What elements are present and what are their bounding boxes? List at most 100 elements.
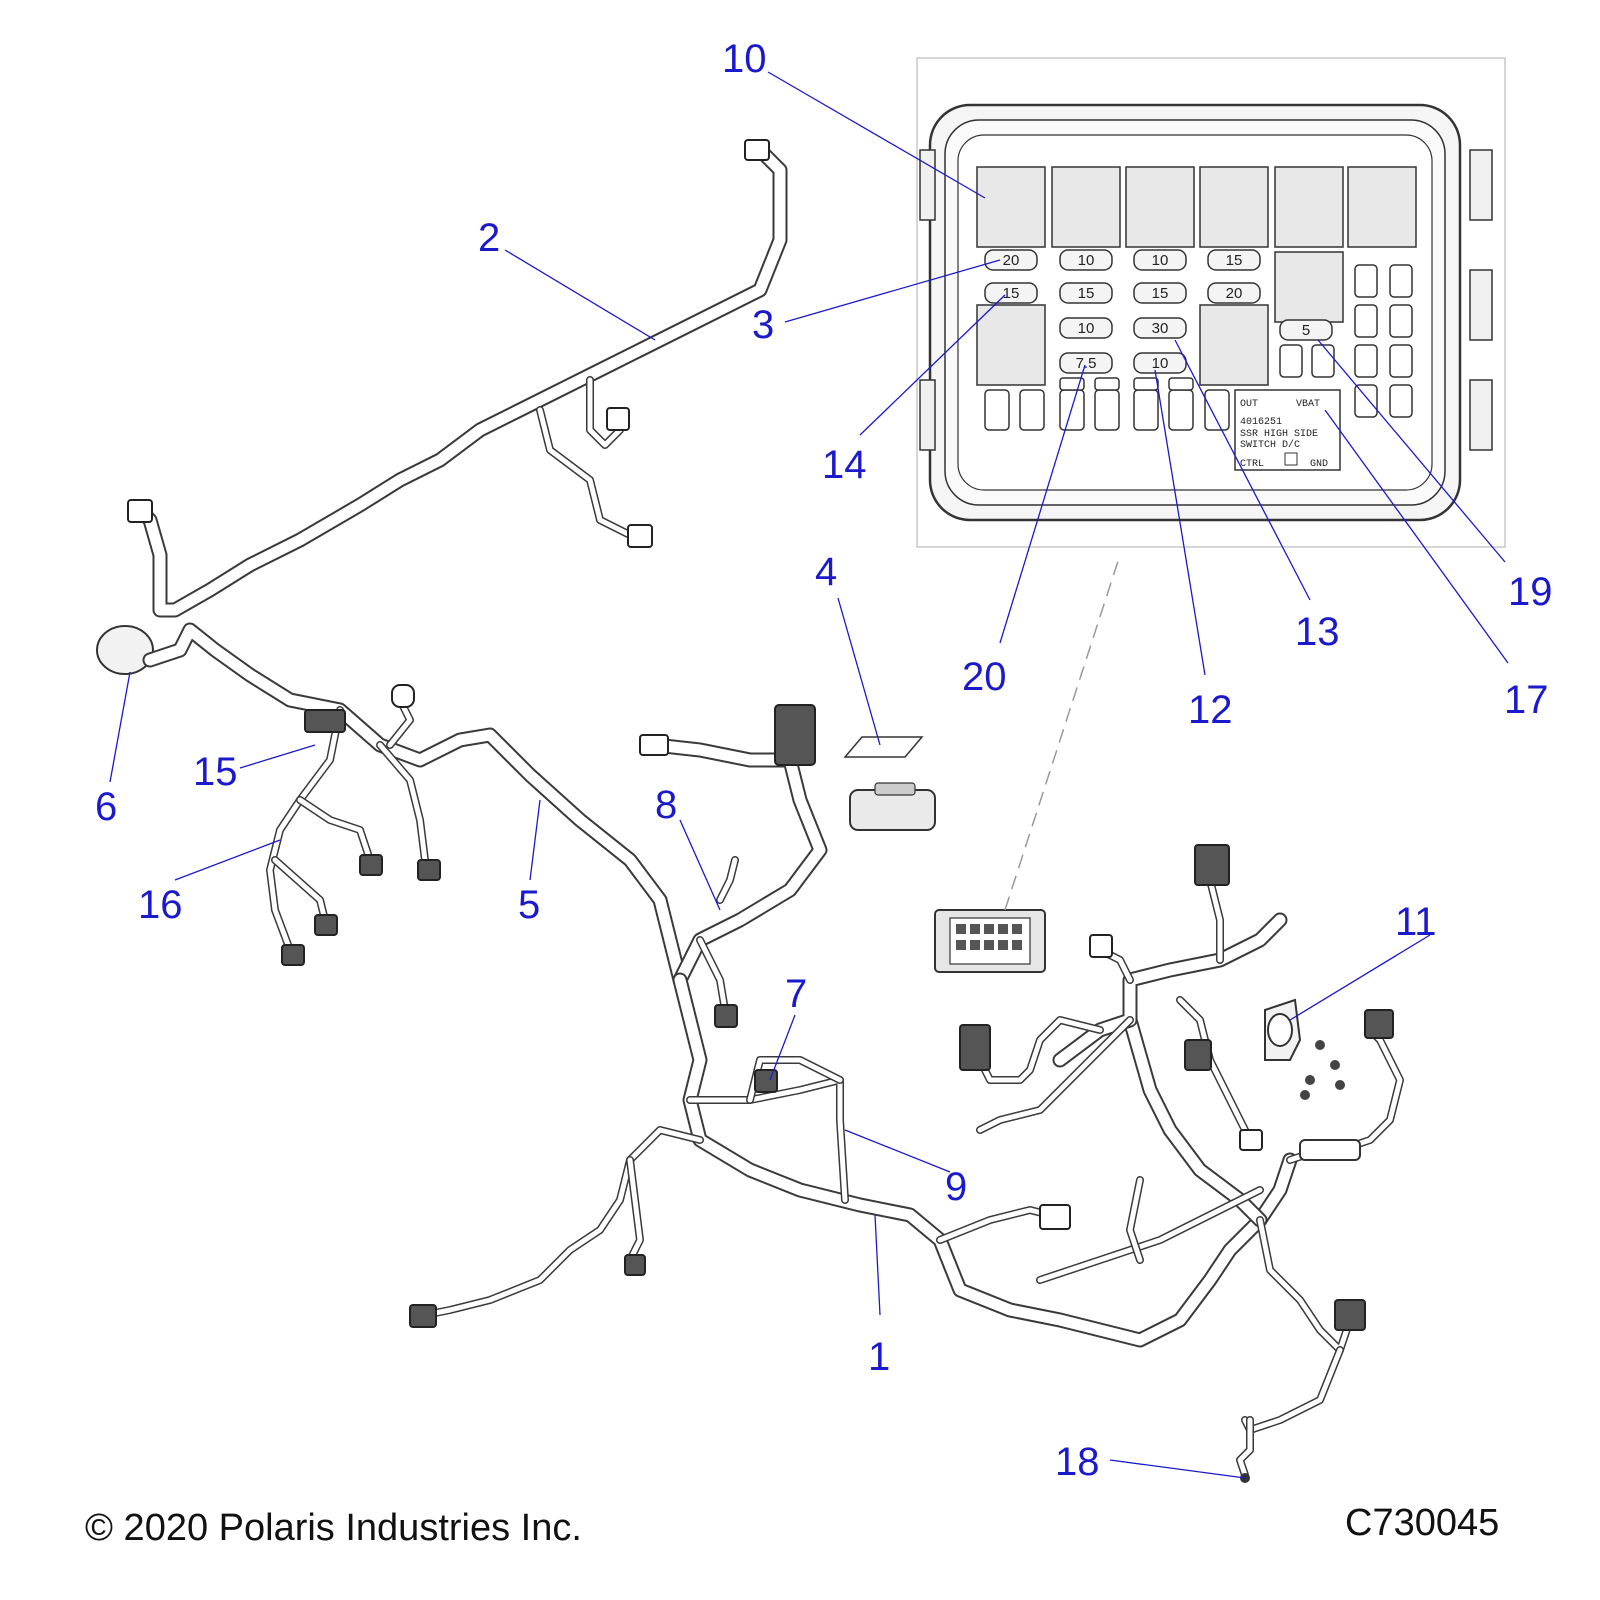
callout-19: 19	[1508, 570, 1553, 614]
fuse-col3-row4	[1133, 352, 1187, 374]
relay	[1199, 304, 1269, 386]
connector	[281, 944, 305, 966]
relay	[1199, 166, 1269, 248]
callout-12: 12	[1188, 688, 1233, 732]
label-out: OUT	[1240, 399, 1258, 410]
screw	[1300, 1090, 1310, 1100]
fuse-rating: 15	[1226, 252, 1243, 269]
callout-11: 11	[1395, 900, 1437, 944]
callout-3: 3	[752, 303, 774, 347]
callout-5: 5	[518, 883, 540, 927]
connector	[1089, 934, 1113, 958]
fuse-rating: 15	[1152, 285, 1169, 302]
screw	[1335, 1080, 1345, 1090]
fuse-rating: 10	[1078, 320, 1095, 337]
label-vbat: VBAT	[1296, 399, 1320, 410]
figure-code: C730045	[1345, 1502, 1499, 1544]
detail-reference-line	[1004, 554, 1121, 911]
callout-18: 18	[1055, 1440, 1100, 1484]
connector	[1364, 1009, 1394, 1039]
fuse-col2-row4	[1059, 352, 1113, 374]
fuse-col5-row1	[1279, 319, 1333, 341]
control-module	[849, 789, 936, 831]
fuse-col1-row2	[984, 282, 1038, 304]
fuse-col2-row3	[1059, 317, 1113, 339]
connector	[959, 1024, 991, 1071]
item-4	[843, 736, 936, 831]
fuse-col2-row2	[1059, 282, 1113, 304]
relay	[1051, 166, 1121, 248]
connector	[127, 499, 153, 523]
connector	[417, 859, 441, 881]
connector	[774, 704, 816, 766]
callout-2: 2	[478, 216, 500, 260]
screw	[1315, 1040, 1325, 1050]
callout-10: 10	[722, 37, 767, 81]
callout-14: 14	[822, 443, 867, 487]
fuse-rating: 5	[1302, 322, 1310, 339]
relay	[1274, 166, 1344, 248]
relay	[1125, 166, 1195, 248]
callout-15: 15	[193, 750, 238, 794]
callout-6: 6	[95, 785, 117, 829]
harness-2	[127, 139, 788, 618]
fuse-box-detail: 20 15 10 15 10 7.5 10 15 30 10 15 20 5	[916, 57, 1506, 548]
fuse-rating: 10	[1078, 252, 1095, 269]
component-7	[754, 1069, 778, 1093]
callout-16: 16	[138, 883, 183, 927]
harness-1	[409, 844, 1404, 1483]
component-6	[96, 625, 154, 675]
connector	[409, 1304, 437, 1328]
fuse-box-small	[934, 909, 1046, 973]
fuse-col3-row2	[1133, 282, 1187, 304]
fuse-rating: 15	[1078, 285, 1095, 302]
label-line2: SWITCH D/C	[1240, 439, 1300, 451]
callout-13: 13	[1295, 610, 1340, 654]
fuse-col1-row1	[984, 249, 1038, 271]
item-11	[1264, 998, 1345, 1100]
fuse-col3-row1	[1133, 249, 1187, 271]
leader-lines	[109, 71, 1509, 1479]
connector	[714, 1004, 738, 1028]
ssr-module-label: OUT VBAT 4016251 SSR HIGH SIDE SWITCH D/…	[1234, 389, 1341, 471]
connector	[624, 1254, 646, 1276]
harness-5	[96, 622, 688, 988]
callout-7: 7	[785, 972, 807, 1016]
connector	[314, 914, 338, 936]
inline-fuse-holder	[1299, 1139, 1361, 1161]
callout-4: 4	[815, 550, 837, 594]
fuse-rating: 15	[1003, 285, 1020, 302]
screw	[1330, 1060, 1340, 1070]
fuse-col4-row1	[1207, 249, 1261, 271]
callouts: 10 2 3 14 4 20 12 13 17 19 6 15 8 5 16 7…	[95, 37, 1553, 1484]
callout-1: 1	[868, 1335, 890, 1379]
fuse-rating: 20	[1226, 285, 1243, 302]
connector	[627, 524, 653, 548]
connector	[391, 684, 415, 708]
label-line1: SSR HIGH SIDE	[1240, 429, 1318, 440]
relay	[976, 304, 1046, 386]
callout-9: 9	[945, 1165, 967, 1209]
callout-17: 17	[1504, 678, 1549, 722]
harness-8	[639, 704, 828, 1028]
terminal-slots	[984, 264, 1413, 431]
connector	[1184, 1039, 1212, 1071]
fuse-rating: 7.5	[1076, 355, 1097, 372]
connector	[1239, 1129, 1263, 1151]
relay	[1347, 166, 1417, 248]
fuse-rating: 10	[1152, 252, 1169, 269]
callout-8: 8	[655, 783, 677, 827]
fuse-rating: 10	[1152, 355, 1169, 372]
fuse-col2-row1	[1059, 249, 1113, 271]
connector	[1039, 1204, 1071, 1230]
connector	[606, 407, 630, 431]
screw	[1305, 1075, 1315, 1085]
label-part-number: 4016251	[1240, 417, 1282, 428]
fuse-col4-row2	[1207, 282, 1261, 304]
connector	[744, 139, 770, 161]
fuse-rating: 20	[1003, 252, 1020, 269]
callout-20: 20	[962, 655, 1007, 699]
copyright-text: © 2020 Polaris Industries Inc.	[85, 1507, 582, 1549]
connector	[1194, 844, 1230, 886]
